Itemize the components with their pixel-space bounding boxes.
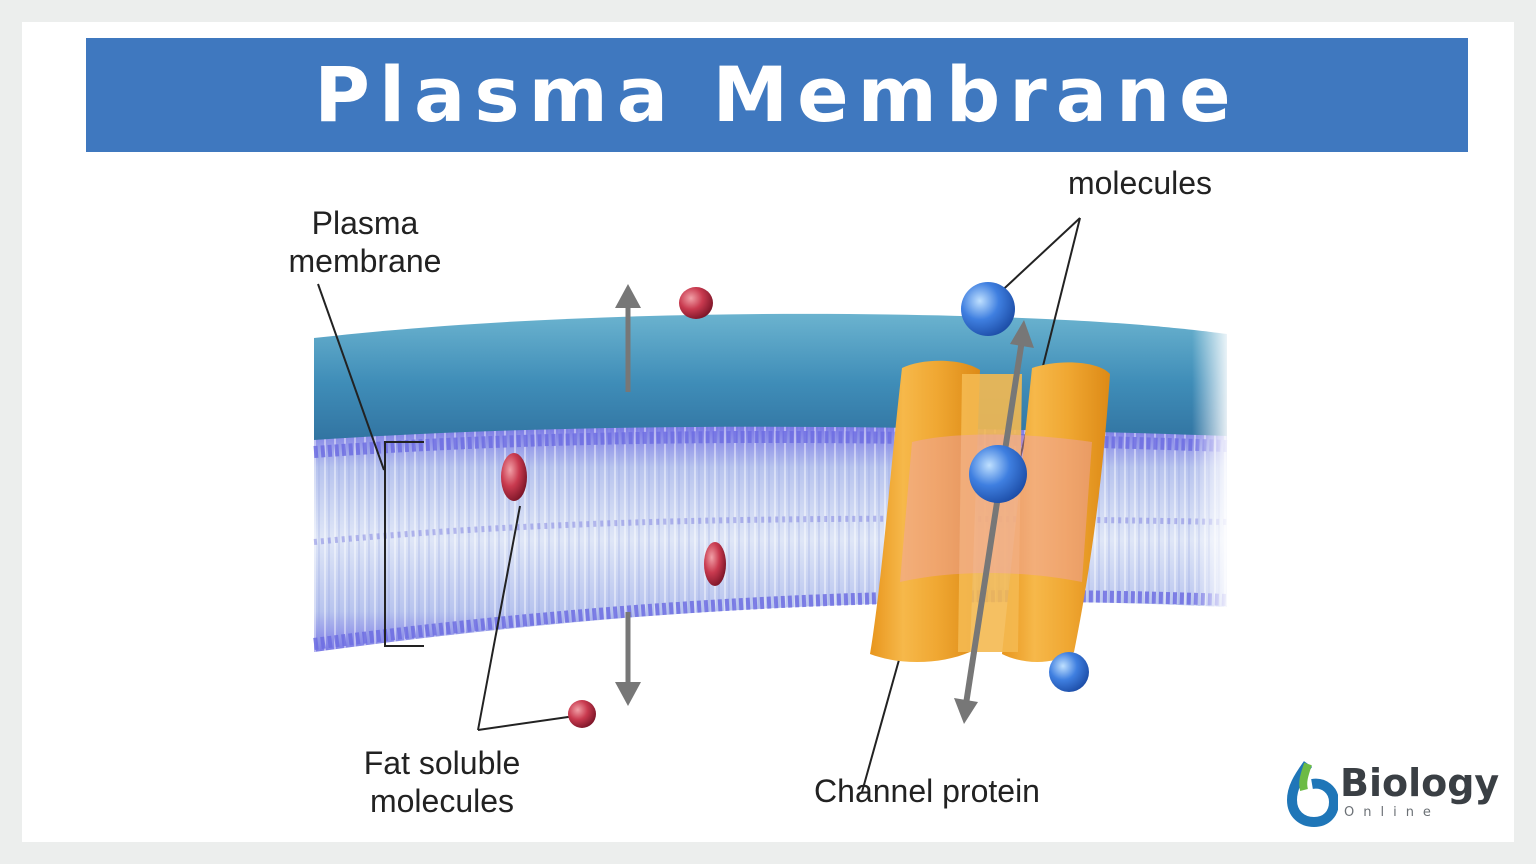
water-molecule-2: [969, 445, 1027, 503]
fat-molecule-2: [501, 453, 527, 501]
water-molecule-1: [961, 282, 1015, 336]
logo-subname: Online: [1344, 805, 1440, 820]
plasma-membrane-label: Plasma membrane: [270, 204, 460, 280]
fat-molecule-4: [568, 700, 596, 728]
channel-protein-label: Channel protein: [782, 772, 1072, 810]
channel-protein-shape: [870, 360, 1110, 663]
title-banner: Plasma Membrane: [86, 38, 1468, 152]
plasma-membrane-label-line1: Plasma: [311, 205, 419, 241]
fat-soluble-label-line2: molecules: [369, 783, 515, 819]
fat-molecule-3: [704, 542, 726, 586]
fat-soluble-label-line1: Fat soluble: [363, 745, 521, 781]
water-soluble-label-line: molecules: [1067, 165, 1213, 201]
fat-molecule-1: [679, 287, 713, 319]
membrane-bracket: [384, 441, 424, 647]
content-card: Plasma Membrane: [22, 22, 1514, 842]
page-title: Plasma Membrane: [314, 50, 1240, 139]
channel-transport-arrow: [954, 320, 1034, 724]
biology-online-logo: Biology Online: [1278, 758, 1508, 828]
bilayer-bottom-heads: [313, 590, 1228, 650]
water-molecule-3: [1049, 652, 1089, 692]
water-soluble-label: molecules: [1040, 164, 1240, 204]
channel-protein-label-text: Channel protein: [814, 773, 1040, 809]
diffusion-arrow-down: [615, 612, 641, 706]
plasma-membrane-label-line2: membrane: [288, 243, 442, 279]
fat-soluble-label: Fat soluble molecules: [342, 744, 542, 820]
membrane-diagram: [313, 217, 1232, 793]
biology-logo-icon: [1286, 761, 1338, 828]
logo-name: Biology: [1340, 761, 1500, 805]
diffusion-arrow-up: [615, 284, 641, 392]
